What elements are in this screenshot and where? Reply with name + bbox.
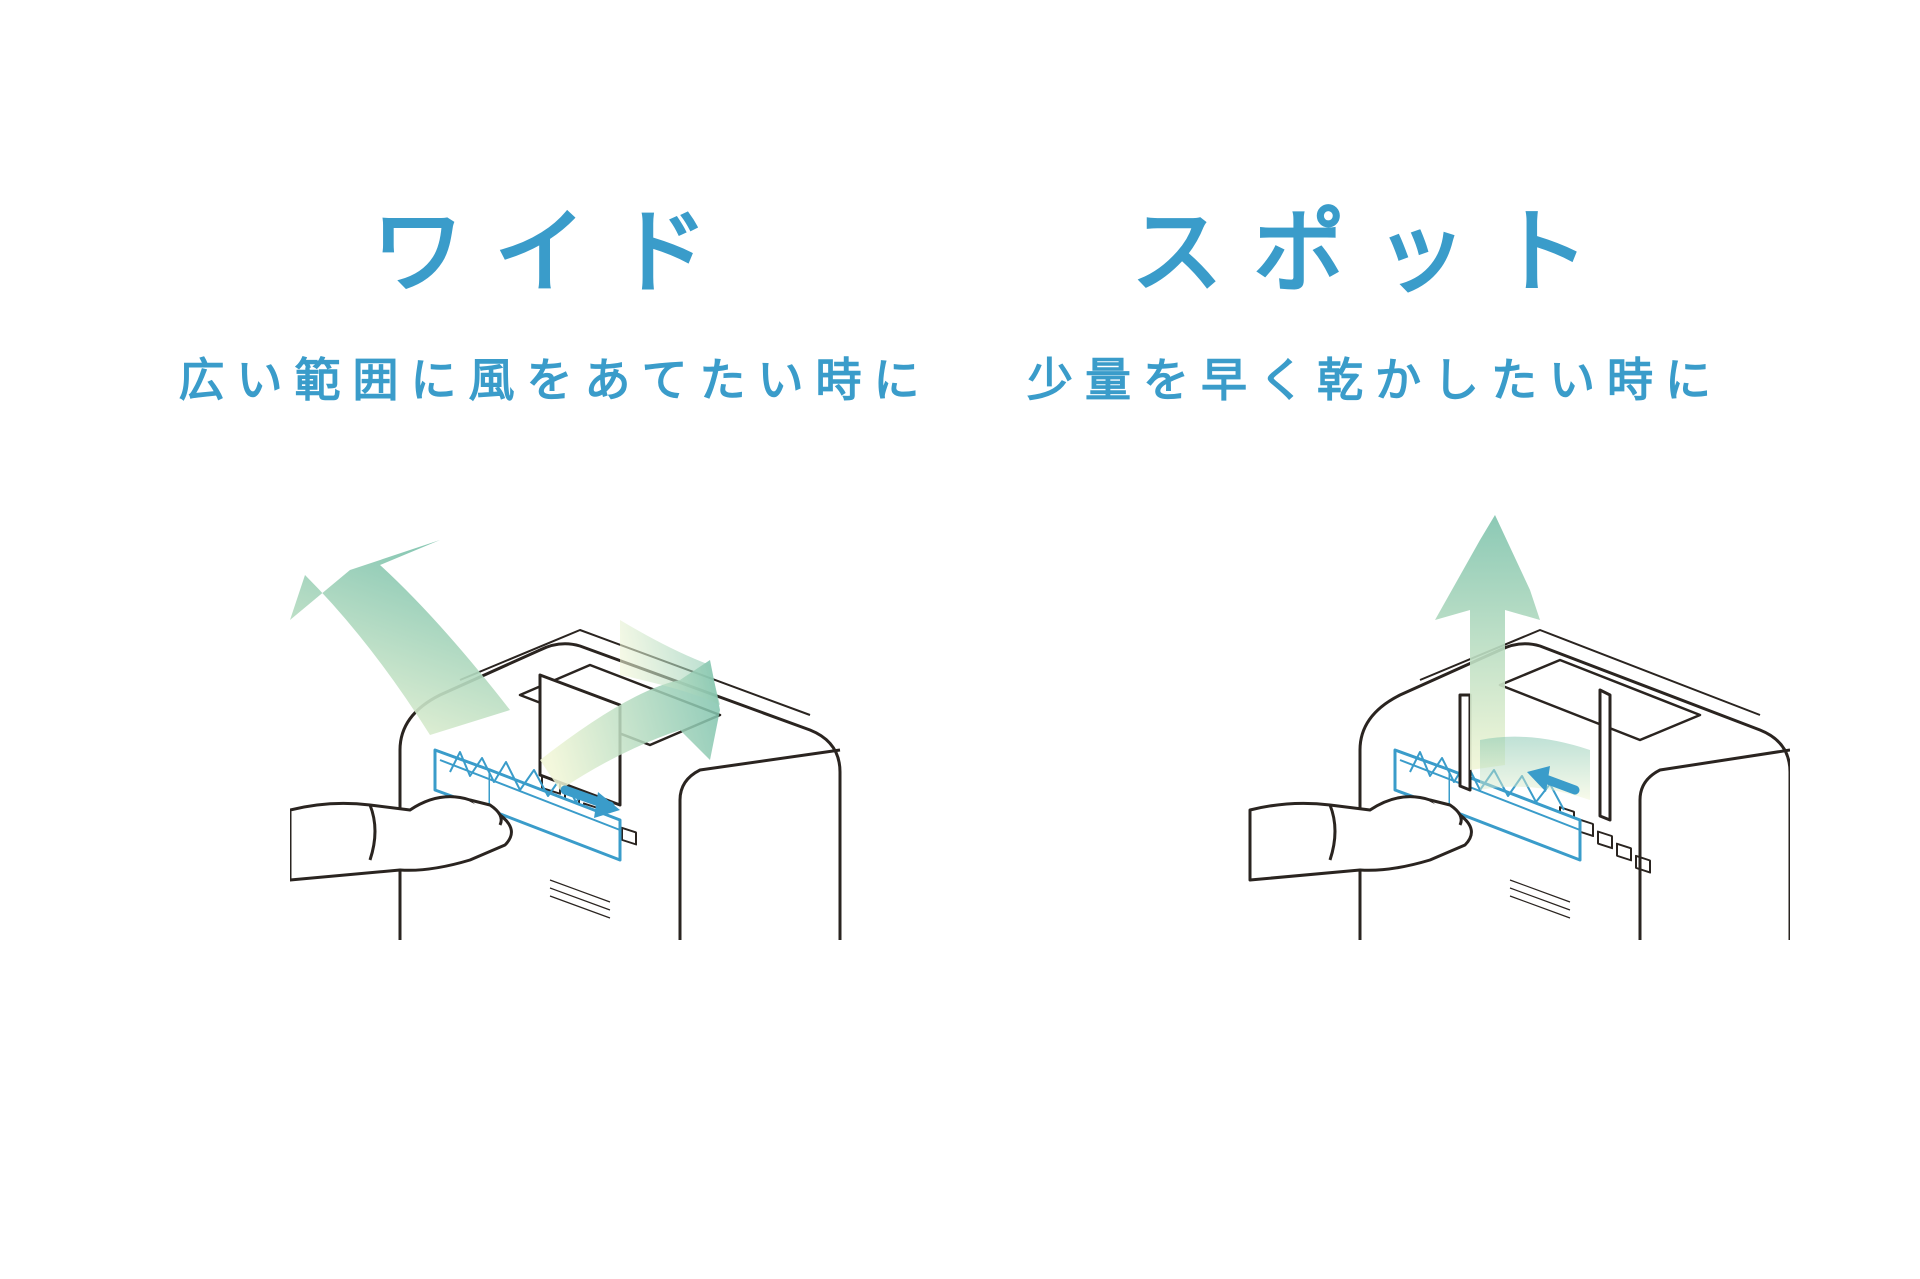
slide-arrow-icon	[1527, 766, 1580, 795]
wide-mode-illustration	[290, 540, 842, 940]
spot-mode-panel: スポット 少量を早く乾かしたい時に	[960, 0, 1920, 1279]
spot-mode-subtitle: 少量を早く乾かしたい時に	[1027, 353, 1723, 407]
slide-arrow-icon	[560, 785, 620, 818]
hand-icon	[290, 795, 513, 882]
spot-mode-title: スポット	[1130, 199, 1619, 306]
dehumidifier-icon	[1358, 629, 1790, 940]
spot-mode-illustration	[1248, 515, 1790, 940]
dehumidifier-icon	[398, 629, 842, 940]
airflow-arrow-icon	[1435, 515, 1540, 770]
wide-mode-panel: ワイド 広い範囲に風をあてたい時に	[178, 199, 920, 940]
hand-icon	[1248, 795, 1473, 882]
airflow-arrow-icon	[290, 540, 510, 735]
wide-mode-title: ワイド	[371, 199, 738, 306]
airflow-arrow-icon	[540, 660, 720, 790]
wide-mode-subtitle: 広い範囲に風をあてたい時に	[178, 353, 932, 407]
